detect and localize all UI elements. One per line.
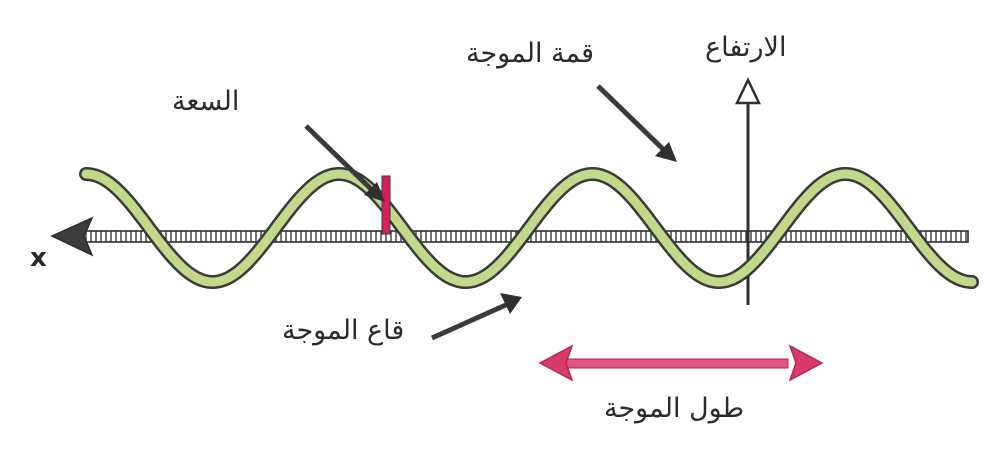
wave-fill [81, 169, 977, 287]
amplitude-label: السعة [172, 86, 240, 117]
height-label: الارتفاع [705, 32, 787, 63]
crest-pointer-arrow [596, 84, 677, 162]
x-axis-arrowhead [50, 216, 94, 257]
wave-curve [79, 167, 979, 289]
height-axis-arrowhead [735, 77, 761, 105]
amplitude-pointer-arrow [304, 124, 385, 202]
amplitude-marker [381, 175, 391, 235]
wavelength-arrow [538, 344, 824, 382]
wavelength-label: طول الموجة [604, 393, 745, 424]
trough-label: قاع الموجة [282, 315, 405, 346]
trough-pointer-arrow [430, 293, 522, 341]
crest-label: قمة الموجة [466, 38, 595, 69]
x-axis-label: x [30, 243, 47, 273]
